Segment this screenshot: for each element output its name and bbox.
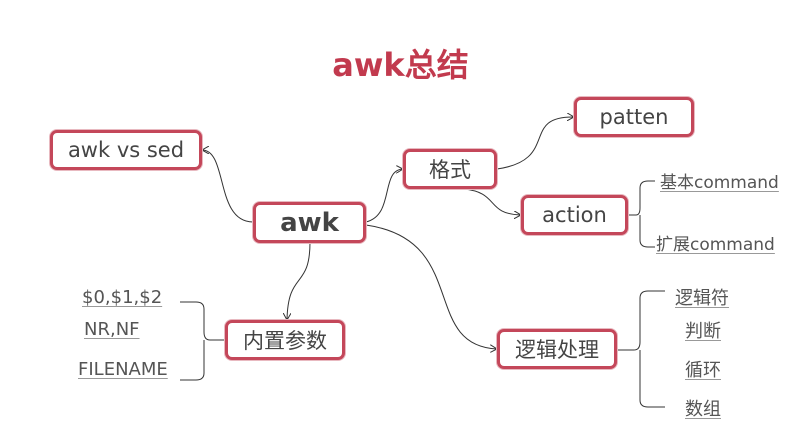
node-format[interactable]: 格式 xyxy=(403,149,497,189)
bracket-builtin xyxy=(180,301,225,381)
node-patten[interactable]: patten xyxy=(574,97,694,137)
link-awk-logic xyxy=(365,224,497,349)
page-title: awk总结 xyxy=(332,46,469,84)
node-root-awk[interactable]: awk xyxy=(253,202,366,243)
node-action[interactable]: action xyxy=(521,195,628,235)
leaf-arrays[interactable]: 数组 xyxy=(685,399,721,420)
link-format-action xyxy=(462,188,521,215)
link-format-patten xyxy=(496,117,574,170)
node-awk-vs-sed[interactable]: awk vs sed xyxy=(50,130,202,170)
bracket-action xyxy=(628,180,655,248)
leaf-extended-command[interactable]: 扩展command xyxy=(656,235,775,255)
leaf-logical-operators[interactable]: 逻辑符 xyxy=(675,288,729,309)
leaf-basic-command[interactable]: 基本command xyxy=(660,173,779,193)
leaf-filename[interactable]: FILENAME xyxy=(78,359,168,380)
leaf-nr-nf[interactable]: NR,NF xyxy=(84,319,140,340)
node-builtin-params[interactable]: 内置参数 xyxy=(225,320,345,360)
leaf-loops[interactable]: 循环 xyxy=(685,360,721,381)
node-logic[interactable]: 逻辑处理 xyxy=(497,329,617,369)
leaf-conditions[interactable]: 判断 xyxy=(685,321,721,342)
bracket-logic xyxy=(617,290,665,408)
link-awk-awkvssed xyxy=(202,150,254,223)
link-awk-format xyxy=(365,169,403,223)
link-awk-builtin xyxy=(287,241,311,320)
leaf-field-vars[interactable]: $0,$1,$2 xyxy=(82,287,163,308)
